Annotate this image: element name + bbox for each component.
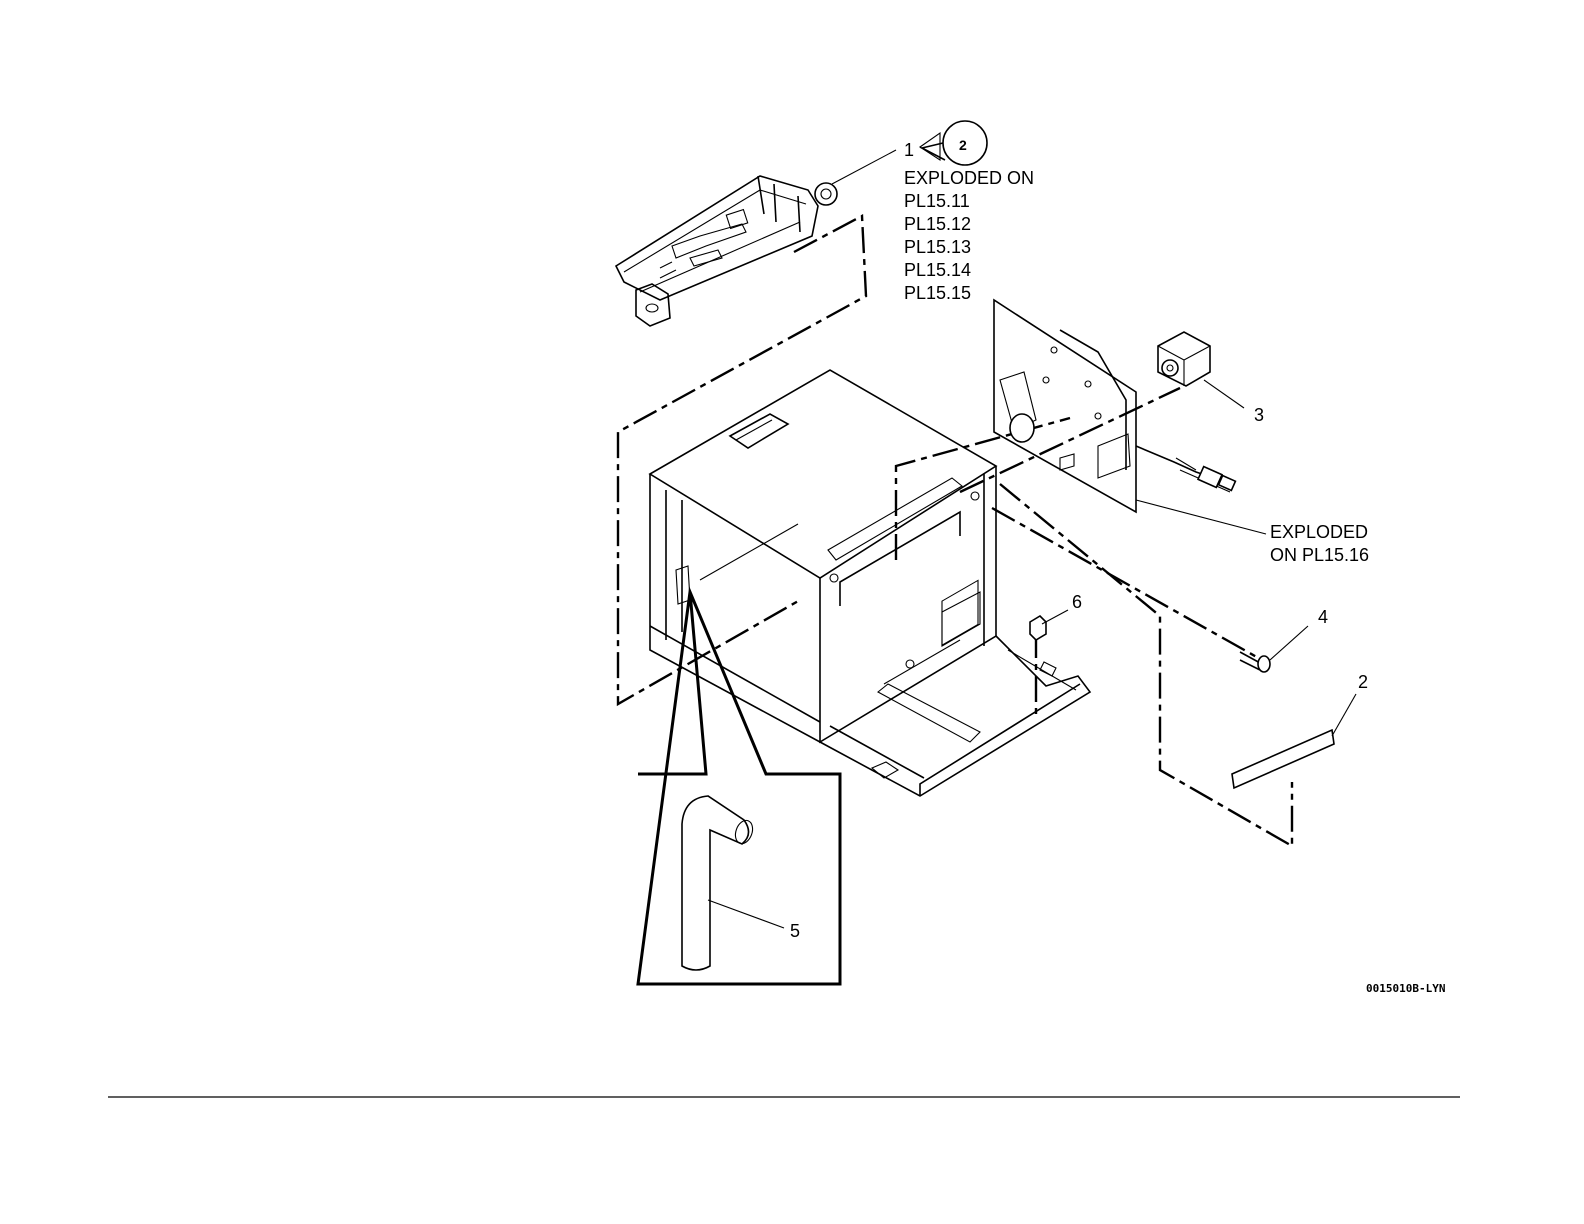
note-exploded-on: EXPLODED ON: [904, 168, 1034, 188]
item-5-detail-inset: [638, 592, 840, 984]
item-2-label-drawing: [1232, 730, 1334, 788]
right-bracket-drawing: [994, 300, 1235, 512]
note-exploded-on-2-line2: ON PL15.16: [1270, 545, 1369, 565]
note-pl-ref-2: PL15.12: [904, 214, 971, 234]
callout-6: 6: [1072, 592, 1082, 612]
phantom-line-left: [618, 216, 866, 704]
note-exploded-on-2-line1: EXPLODED: [1270, 522, 1368, 542]
item-6-pin-drawing: [1030, 616, 1046, 656]
callout-5: 5: [790, 921, 800, 941]
note-pl-ref-5: PL15.15: [904, 283, 971, 303]
note-pl-ref-1: PL15.11: [904, 191, 970, 211]
callout-4: 4: [1318, 607, 1328, 627]
callout-2: 2: [1358, 672, 1368, 692]
callout-1: 1: [904, 140, 914, 160]
callout-1-reference: 2: [959, 137, 967, 153]
figure-code: 0015010B-LYN: [1366, 982, 1445, 995]
top-assembly-drawing: [616, 176, 837, 326]
reference-pointer: [922, 143, 945, 160]
note-pl-ref-4: PL15.14: [904, 260, 971, 280]
note-pl-ref-3: PL15.13: [904, 237, 971, 257]
item-3-motor-drawing: [1158, 332, 1210, 386]
callout-3: 3: [1254, 405, 1264, 425]
